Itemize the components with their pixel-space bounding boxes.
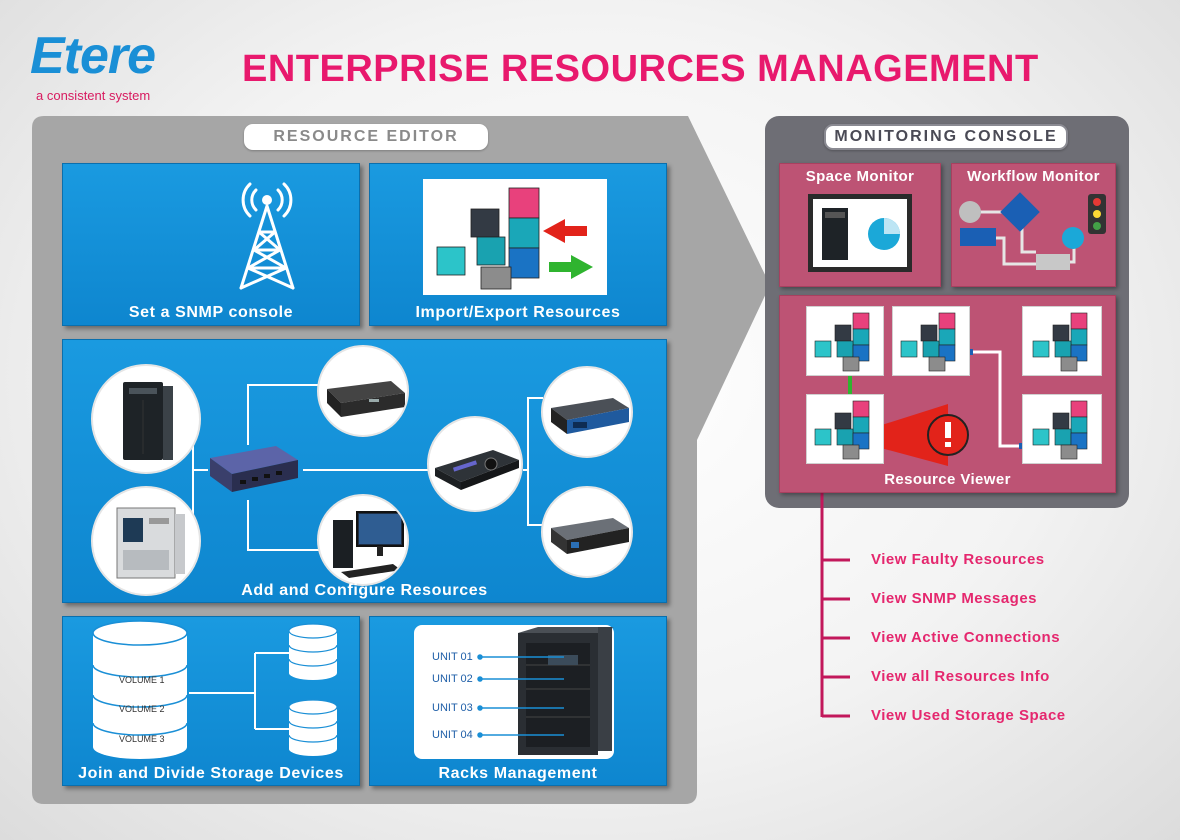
rack-unit-label-1: UNIT 01 xyxy=(432,651,473,663)
rack-unit-circle-2 xyxy=(541,486,633,578)
brand-tagline: a consistent system xyxy=(36,88,151,103)
racks-panel[interactable]: UNIT 01 UNIT 02 UNIT 03 UNIT 04 Racks Ma… xyxy=(369,616,667,786)
database-small-icon-1 xyxy=(288,623,338,680)
monitoring-console-label: MONITORING CONSOLE xyxy=(824,124,1068,150)
volume-label-2: VOLUME 2 xyxy=(119,704,165,714)
import-export-illustration xyxy=(423,179,607,295)
space-monitor-panel[interactable]: Space Monitor xyxy=(779,163,941,287)
database-small-icon-2 xyxy=(288,699,338,756)
archive-circle xyxy=(91,486,201,596)
storage-diagram xyxy=(92,620,338,759)
rack-unit-label-3: UNIT 03 xyxy=(432,702,473,714)
encoder-circle xyxy=(317,345,409,437)
cubes-icon xyxy=(1032,312,1088,372)
action-view-snmp-messages[interactable]: View SNMP Messages xyxy=(871,590,1038,607)
workstation-icon xyxy=(333,511,404,578)
resource-viewer-title: Resource Viewer xyxy=(884,471,1011,488)
video-server-icon xyxy=(551,518,629,554)
workflow-icon xyxy=(959,192,1106,270)
brand-logo: Etere xyxy=(30,27,156,85)
tape-library-icon xyxy=(116,507,185,579)
encoder-device-icon xyxy=(327,381,405,417)
control-panel-icon xyxy=(435,450,519,490)
cubes-icon xyxy=(814,312,870,372)
rack-unit-label-2: UNIT 02 xyxy=(432,673,473,685)
server-circle xyxy=(91,364,201,474)
workflow-monitor-title: Workflow Monitor xyxy=(967,168,1100,185)
import-export-panel[interactable]: Import/Export Resources xyxy=(369,163,667,326)
space-monitor-title: Space Monitor xyxy=(805,168,915,185)
resource-group-2[interactable] xyxy=(892,306,970,376)
antenna-icon xyxy=(239,182,295,290)
controller-circle xyxy=(427,416,523,512)
storage-panel[interactable]: VOLUME 1 VOLUME 2 VOLUME 3 Join and Divi… xyxy=(62,616,360,786)
storage-title: Join and Divide Storage Devices xyxy=(78,765,344,782)
action-view-faulty-resources[interactable]: View Faulty Resources xyxy=(871,551,1045,568)
resource-group-faulty[interactable] xyxy=(806,394,884,464)
volume-label-3: VOLUME 3 xyxy=(119,734,165,744)
rack-unit-circle-1 xyxy=(541,366,633,458)
snmp-console-title: Set a SNMP console xyxy=(128,304,294,321)
volume-label-1: VOLUME 1 xyxy=(119,675,165,685)
resource-group-1[interactable] xyxy=(806,306,884,376)
resource-editor-label: RESOURCE EDITOR xyxy=(244,124,488,150)
space-monitor-icon xyxy=(808,194,912,272)
snmp-console-panel[interactable]: Set a SNMP console xyxy=(62,163,360,326)
page-title: ENTERPRISE RESOURCES MANAGEMENT xyxy=(242,48,1039,90)
action-view-all-resources-info[interactable]: View all Resources Info xyxy=(871,668,1050,685)
rack-unit-label-4: UNIT 04 xyxy=(432,729,473,741)
cubes-icon xyxy=(436,187,593,290)
racks-title: Racks Management xyxy=(438,765,598,782)
resource-viewer-panel[interactable]: Resource Viewer xyxy=(779,295,1116,493)
racks-illustration: UNIT 01 UNIT 02 UNIT 03 UNIT 04 xyxy=(414,625,614,759)
add-configure-title: Add and Configure Resources xyxy=(241,582,488,599)
workflow-monitor-panel[interactable]: Workflow Monitor xyxy=(951,163,1116,287)
server-rack-icon xyxy=(477,627,614,755)
tower-server-icon xyxy=(123,382,173,460)
resource-viewer-diagram xyxy=(848,349,1025,466)
add-configure-panel[interactable]: Add and Configure Resources xyxy=(62,339,667,603)
action-view-used-storage-space[interactable]: View Used Storage Space xyxy=(871,707,1066,724)
action-view-active-connections[interactable]: View Active Connections xyxy=(871,629,1061,646)
database-large-icon xyxy=(92,620,188,759)
rack-unit-icon xyxy=(551,398,629,434)
cubes-icon xyxy=(814,400,870,460)
resource-group-3[interactable] xyxy=(1022,306,1102,376)
resource-group-4[interactable] xyxy=(1022,394,1102,464)
import-export-title: Import/Export Resources xyxy=(415,304,621,321)
workstation-circle xyxy=(317,494,409,586)
cubes-icon xyxy=(900,312,956,372)
network-switch-icon xyxy=(210,446,298,492)
cubes-icon xyxy=(1032,400,1088,460)
